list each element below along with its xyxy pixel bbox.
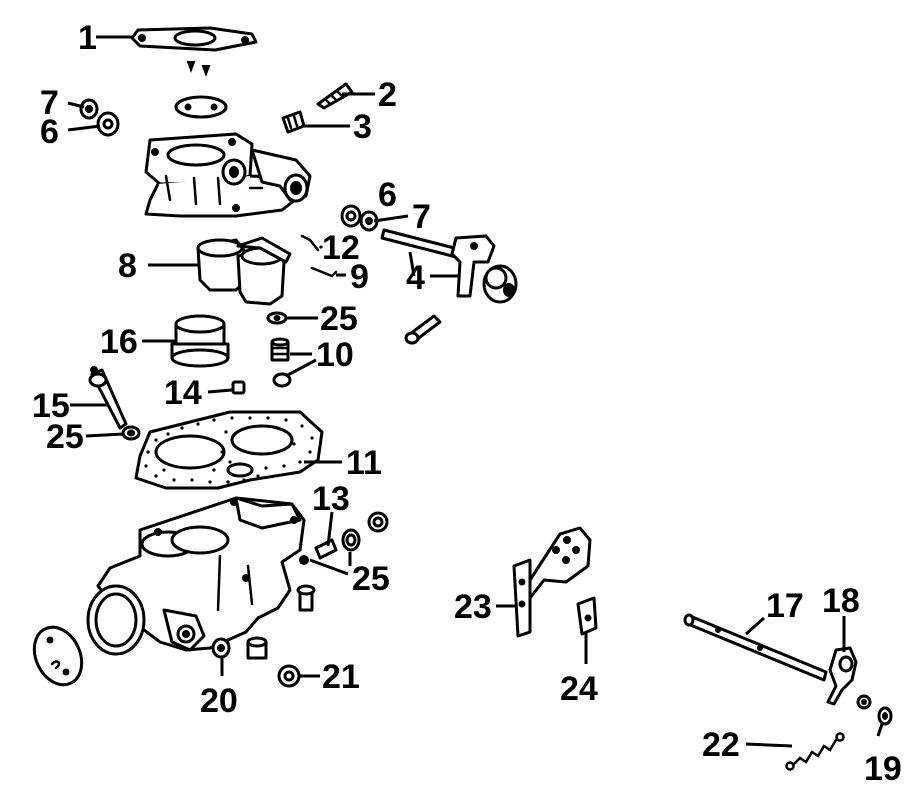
callout-15: 15 <box>32 387 70 425</box>
plug-b <box>246 636 268 660</box>
callout-25c: 25 <box>352 560 390 598</box>
part-6-nut <box>96 111 120 137</box>
part-4-choke-shaft <box>380 228 518 304</box>
part-7-washer-b <box>359 210 379 232</box>
part-21-nut <box>277 664 301 688</box>
part-18-lever <box>826 646 872 710</box>
part-17-throttle-shaft <box>683 613 828 682</box>
callout-18: 18 <box>822 582 860 620</box>
part-11-body-gasket <box>134 410 324 490</box>
part-24-plate <box>576 596 598 636</box>
float-bowl-body <box>86 496 306 656</box>
screws-pair <box>186 61 211 77</box>
callout-13: 13 <box>312 480 350 518</box>
part-3-screw <box>281 110 306 134</box>
callout-17: 17 <box>766 587 804 625</box>
callout-20: 20 <box>200 682 238 720</box>
callout-2: 2 <box>378 76 397 114</box>
bolt-b <box>296 584 316 612</box>
part-8-float <box>196 236 292 306</box>
cover-plate <box>174 95 228 119</box>
part-6-seal <box>340 204 362 228</box>
part-2-needle <box>316 82 354 110</box>
callout-8: 8 <box>118 247 137 285</box>
callout-24: 24 <box>560 670 598 708</box>
callout-7b: 7 <box>412 198 431 236</box>
callout-11: 11 <box>346 444 382 482</box>
callout-3: 3 <box>353 108 372 146</box>
callout-6b: 6 <box>378 176 397 214</box>
part-25-washer-c <box>341 528 361 552</box>
callout-6a: 6 <box>40 113 59 151</box>
part-12-clip <box>300 234 320 252</box>
bolt <box>404 314 442 345</box>
callout-21: 21 <box>322 658 360 696</box>
part-20-washer <box>211 637 231 659</box>
callout-1: 1 <box>78 19 97 57</box>
callout-12: 12 <box>322 229 360 267</box>
callout-10: 10 <box>316 336 354 374</box>
part-16-cup <box>170 314 230 368</box>
part-15-rod <box>88 366 128 430</box>
part-22-spring <box>785 732 845 771</box>
plug <box>367 511 389 533</box>
part-13-screw <box>299 538 338 565</box>
callout-9: 9 <box>350 258 369 296</box>
callout-16: 16 <box>100 323 138 361</box>
part-1-air-horn-gasket <box>130 26 258 52</box>
part-25-washer-b <box>121 425 141 441</box>
throttle-plate <box>32 625 84 687</box>
callout-22: 22 <box>702 726 740 764</box>
leader-lines <box>67 35 884 748</box>
callout-7a: 7 <box>40 84 59 122</box>
part-19-nut <box>877 706 893 726</box>
callout-25a: 25 <box>320 300 358 338</box>
part-9-pin <box>310 266 338 278</box>
callout-4: 4 <box>406 259 425 297</box>
callout-19: 19 <box>864 750 902 788</box>
callout-labels: 1 2 3 4 6 7 6 7 8 9 10 11 12 13 14 15 16… <box>32 19 902 788</box>
part-14-jet <box>231 380 246 395</box>
part-23-lever <box>512 526 592 638</box>
part-7-washer <box>79 98 99 120</box>
part-10-needle-seat <box>270 337 292 388</box>
callout-25b: 25 <box>46 418 84 456</box>
callout-14: 14 <box>164 374 202 412</box>
callout-23: 23 <box>454 588 492 626</box>
air-horn-body <box>144 132 312 218</box>
part-25-washer-a <box>266 311 288 325</box>
